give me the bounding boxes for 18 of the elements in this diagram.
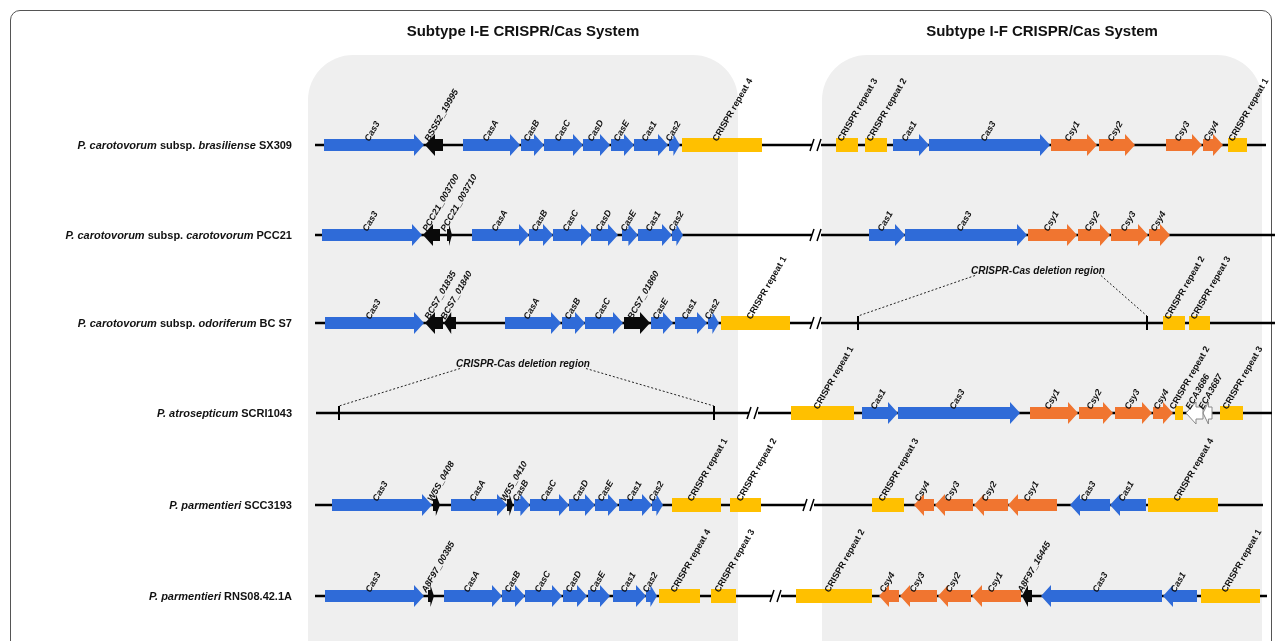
boundary-tick	[857, 316, 859, 330]
panel-heading: Subtype I-F CRISPR/Cas System	[925, 22, 1159, 39]
leader-line	[1100, 275, 1148, 317]
boundary-tick	[1146, 316, 1148, 330]
leader-line	[585, 368, 715, 407]
boundary-tick	[338, 406, 340, 420]
strain-label: P. parmentieri SCC3193	[169, 498, 292, 512]
annotation-text: CRISPR-Cas deletion region	[456, 357, 590, 369]
strain-label: P. atrosepticum SCRI1043	[157, 406, 292, 420]
strain-label: P. carotovorum subsp. odoriferum BC S7	[77, 316, 292, 330]
leader-line	[857, 275, 976, 317]
strain-label: P. parmentieri RNS08.42.1A	[149, 589, 292, 603]
strain-label: P. carotovorum subsp. brasiliense SX309	[77, 138, 292, 152]
strain-label: P. carotovorum subsp. carotovorum PCC21	[65, 228, 292, 242]
annotation-text: CRISPR-Cas deletion region	[971, 264, 1105, 276]
boundary-tick	[713, 406, 715, 420]
leader-line	[338, 368, 461, 407]
panel-heading: Subtype I-E CRISPR/Cas System	[405, 22, 641, 39]
